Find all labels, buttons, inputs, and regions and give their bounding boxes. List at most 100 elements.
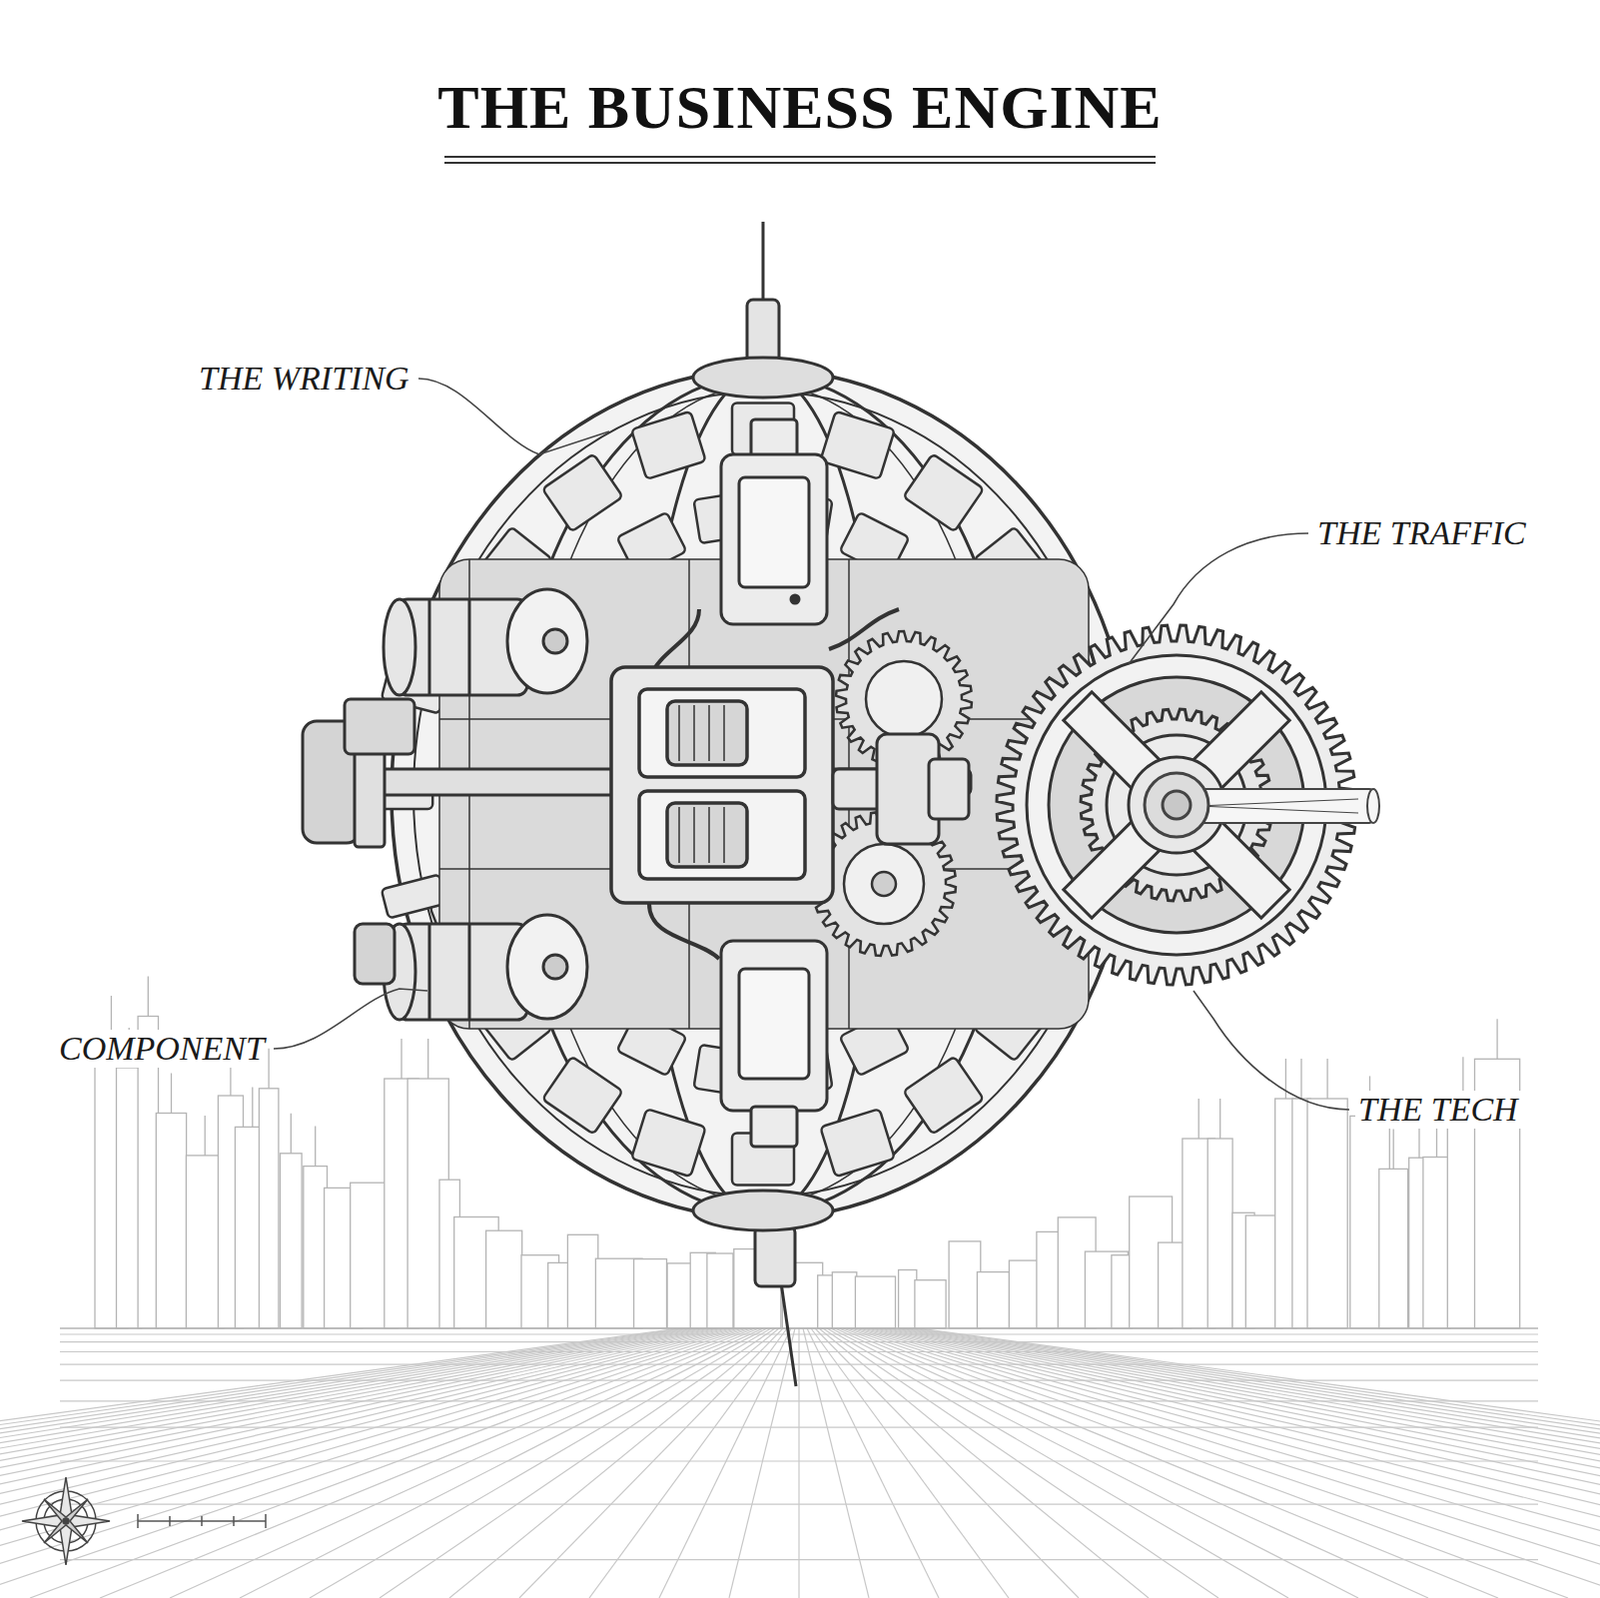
grid-line bbox=[659, 1328, 792, 1598]
skyline-spire bbox=[170, 1073, 172, 1114]
scale-bar bbox=[137, 1514, 266, 1529]
grid-line bbox=[854, 1328, 1600, 1598]
skyline-building bbox=[898, 1270, 917, 1330]
grid-line bbox=[866, 1328, 1600, 1598]
title-underline bbox=[444, 161, 1156, 164]
sphere-panel bbox=[631, 1108, 707, 1177]
sphere-panel bbox=[631, 411, 707, 480]
grid-line bbox=[0, 1328, 692, 1598]
sphere-panel bbox=[902, 1056, 984, 1135]
grid-line bbox=[0, 1328, 732, 1598]
skyline-building bbox=[1207, 1138, 1233, 1329]
grid-line bbox=[894, 1328, 1600, 1598]
gear-axle bbox=[1144, 773, 1209, 837]
core-block bbox=[708, 806, 711, 863]
gear-axle bbox=[1198, 805, 1359, 813]
drums bbox=[507, 914, 588, 1019]
gear-spoke bbox=[1063, 791, 1191, 918]
skyline-spire bbox=[251, 1086, 253, 1127]
core-block bbox=[708, 705, 711, 762]
skyline-building bbox=[1423, 1157, 1451, 1330]
grid-line bbox=[59, 1380, 1539, 1382]
gear-axle bbox=[1144, 773, 1380, 837]
gear-axle bbox=[1198, 799, 1359, 806]
grid-line bbox=[898, 1328, 1600, 1598]
skyline-building bbox=[567, 1234, 598, 1329]
grid-line bbox=[798, 1328, 800, 1598]
drums bbox=[344, 699, 415, 755]
core-block bbox=[639, 791, 805, 879]
compass-rose bbox=[21, 1477, 110, 1566]
skyline-building bbox=[948, 1241, 981, 1329]
skyline-building bbox=[976, 1272, 1009, 1329]
grid-line bbox=[59, 1504, 1539, 1506]
grid-line bbox=[818, 1328, 1149, 1598]
drums bbox=[507, 589, 588, 694]
grid-line bbox=[59, 1351, 1539, 1353]
drums bbox=[468, 923, 472, 1020]
grid-line bbox=[169, 1328, 764, 1598]
grid-line bbox=[379, 1328, 776, 1598]
grid-line bbox=[814, 1328, 1079, 1598]
core-block bbox=[693, 705, 696, 762]
grid-line bbox=[882, 1328, 1600, 1598]
grid-line bbox=[914, 1328, 1600, 1598]
small-gears bbox=[811, 631, 972, 956]
scale-bar bbox=[168, 1516, 171, 1527]
grid-line bbox=[838, 1328, 1499, 1598]
grid-line bbox=[910, 1328, 1600, 1598]
grid-line bbox=[519, 1328, 784, 1598]
coupling bbox=[928, 759, 969, 819]
drums bbox=[543, 629, 568, 654]
leader-line bbox=[1128, 533, 1309, 665]
skyline-building bbox=[1447, 1096, 1479, 1329]
core-block bbox=[678, 705, 681, 762]
drums bbox=[428, 599, 432, 696]
small-gear-hub bbox=[871, 871, 896, 896]
skyline-spire bbox=[147, 976, 149, 1017]
skyline-spire bbox=[400, 1038, 402, 1079]
perspective-grid bbox=[0, 1328, 1600, 1598]
grid-line bbox=[59, 1400, 1539, 1402]
part-label: THE WRITING bbox=[195, 359, 413, 398]
skyline-spire bbox=[314, 1126, 316, 1167]
leader-line bbox=[418, 378, 610, 455]
grid-line bbox=[449, 1328, 780, 1598]
grid-line bbox=[729, 1328, 796, 1598]
grid-line bbox=[918, 1328, 1600, 1598]
grid-line bbox=[862, 1328, 1600, 1598]
upper-box bbox=[791, 595, 800, 604]
grid-line bbox=[59, 1341, 1539, 1343]
compass-rose bbox=[62, 1518, 69, 1525]
sphere-panel bbox=[819, 1108, 895, 1177]
leader-line bbox=[273, 988, 428, 1049]
core-block bbox=[723, 806, 726, 863]
grid-line bbox=[878, 1328, 1600, 1598]
sphere-panel bbox=[542, 453, 624, 532]
lower-box bbox=[721, 940, 827, 1111]
upper-box bbox=[721, 419, 827, 625]
grid-line bbox=[0, 1328, 752, 1598]
core-block bbox=[723, 705, 726, 762]
drums bbox=[543, 954, 568, 979]
core-block bbox=[611, 667, 833, 903]
grid-line bbox=[309, 1328, 772, 1598]
skyline-building bbox=[258, 1088, 279, 1329]
sphere-panel bbox=[381, 874, 448, 919]
skyline-spire bbox=[267, 1048, 269, 1089]
grid-line bbox=[0, 1328, 736, 1598]
skyline-building bbox=[155, 1113, 186, 1330]
core-block bbox=[667, 701, 748, 766]
grid-line bbox=[874, 1328, 1600, 1598]
grid-line bbox=[906, 1328, 1600, 1598]
skyline-building bbox=[486, 1230, 523, 1329]
grid-line bbox=[890, 1328, 1600, 1598]
skyline-spire bbox=[290, 1113, 292, 1154]
lower-box bbox=[739, 968, 809, 1079]
lower-box bbox=[751, 1106, 798, 1147]
skyline-building bbox=[914, 1280, 946, 1329]
skyline-spire bbox=[1198, 1098, 1200, 1139]
